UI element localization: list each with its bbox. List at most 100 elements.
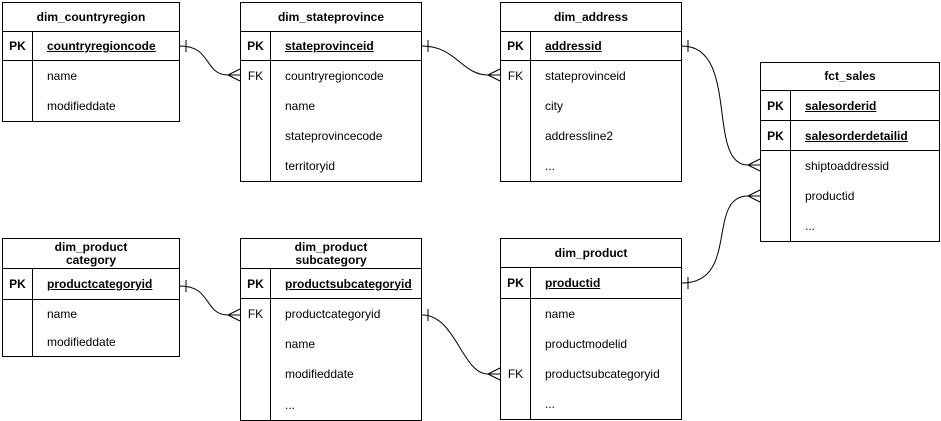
- table-row: name: [241, 329, 421, 359]
- row-field: name: [285, 99, 316, 113]
- table-row: PK productcategoryid: [3, 269, 179, 300]
- table-row: name: [3, 300, 179, 328]
- table-row: PK salesorderdetailid: [761, 121, 939, 151]
- table-dim-productcategory: dim_product category PK productcategoryi…: [2, 238, 180, 357]
- row-field: ...: [545, 159, 556, 173]
- connector-stateprovince-address: [421, 40, 501, 82]
- row-key: PK: [501, 32, 531, 60]
- row-key: PK: [3, 32, 33, 60]
- table-row: modifieddate: [3, 91, 179, 121]
- row-field: productid: [545, 276, 601, 290]
- row-field: name: [47, 307, 78, 321]
- table-title: fct_sales: [761, 63, 939, 91]
- table-title: dim_product category: [3, 239, 179, 269]
- table-row: city: [501, 91, 681, 121]
- row-field: modifieddate: [47, 99, 116, 113]
- row-field: city: [545, 99, 563, 113]
- connector-subcategory-product: [421, 309, 501, 381]
- table-row: name: [241, 91, 421, 121]
- row-field: productsubcategoryid: [285, 276, 412, 291]
- table-row: FK countryregioncode: [241, 61, 421, 91]
- row-field: stateprovinceid: [545, 69, 626, 83]
- table-row: FK stateprovinceid: [501, 61, 681, 91]
- table-row: shiptoaddressid: [761, 151, 939, 181]
- table-dim-countryregion: dim_countryregion PK countryregioncode n…: [2, 2, 180, 122]
- row-key: [501, 299, 531, 329]
- row-field: productcategoryid: [47, 277, 153, 291]
- table-row: PK addressid: [501, 32, 681, 61]
- table-fct-sales: fct_sales PK salesorderid PK salesorderd…: [760, 62, 940, 242]
- connector-product-fctsales: [681, 189, 761, 289]
- table-row: stateprovincecode: [241, 121, 421, 151]
- row-field: ...: [805, 219, 816, 233]
- table-title: dim_stateprovince: [241, 3, 421, 32]
- row-field: stateprovinceid: [285, 39, 374, 53]
- row-field: productmodelid: [545, 337, 628, 351]
- row-key: PK: [501, 268, 531, 298]
- row-key: [241, 151, 271, 181]
- table-row: name: [3, 61, 179, 91]
- row-field: modifieddate: [285, 367, 354, 381]
- row-field: stateprovincecode: [285, 129, 383, 143]
- row-key: PK: [761, 91, 791, 120]
- row-key: [761, 211, 791, 241]
- table-title: dim_address: [501, 3, 681, 32]
- row-key: [241, 389, 271, 420]
- row-field: shiptoaddressid: [805, 159, 890, 173]
- row-key: [241, 121, 271, 151]
- table-row: PK productsubcategoryid: [241, 269, 421, 299]
- connector-category-subcategory: [179, 280, 241, 322]
- row-key: [501, 389, 531, 419]
- row-field: salesorderid: [805, 98, 877, 113]
- table-dim-productsubcategory: dim_product subcategory PK productsubcat…: [240, 238, 422, 421]
- table-row: ...: [241, 389, 421, 420]
- row-field: salesorderdetailid: [805, 128, 908, 143]
- connector-address-fctsales: [681, 40, 761, 172]
- row-key: PK: [3, 269, 33, 299]
- row-field: name: [47, 69, 78, 83]
- row-key: FK: [241, 299, 271, 329]
- row-field: territoryid: [285, 159, 336, 173]
- row-field: productid: [805, 189, 855, 203]
- row-key: [501, 121, 531, 151]
- table-row: FK productcategoryid: [241, 299, 421, 329]
- row-key: [501, 91, 531, 121]
- table-dim-product: dim_product PK productid name productmod…: [500, 238, 682, 420]
- row-key: [3, 61, 33, 91]
- table-dim-stateprovince: dim_stateprovince PK stateprovinceid FK …: [240, 2, 422, 182]
- row-key: [501, 329, 531, 359]
- row-field: name: [545, 307, 576, 321]
- table-row: FK productsubcategoryid: [501, 359, 681, 389]
- table-row: modifieddate: [241, 359, 421, 389]
- table-row: productmodelid: [501, 329, 681, 359]
- row-key: FK: [501, 61, 531, 91]
- table-row: PK salesorderid: [761, 91, 939, 121]
- row-field: countryregioncode: [285, 69, 384, 83]
- table-row: productid: [761, 181, 939, 211]
- row-key: [3, 300, 33, 328]
- connector-countryregion-stateprovince: [179, 40, 241, 82]
- row-field: productcategoryid: [285, 307, 381, 321]
- row-field: ...: [545, 397, 556, 411]
- row-key: [761, 181, 791, 211]
- row-key: [241, 359, 271, 389]
- row-key: PK: [241, 32, 271, 60]
- row-key: [241, 91, 271, 121]
- row-field: name: [285, 337, 316, 351]
- row-field: addressid: [545, 39, 602, 53]
- table-row: ...: [501, 389, 681, 419]
- table-row: ...: [501, 151, 681, 181]
- table-title: dim_product subcategory: [241, 239, 421, 269]
- table-row: PK countryregioncode: [3, 32, 179, 61]
- row-field: productsubcategoryid: [545, 367, 660, 381]
- table-row: PK stateprovinceid: [241, 32, 421, 61]
- row-key: [241, 329, 271, 359]
- table-row: territoryid: [241, 151, 421, 181]
- row-key: PK: [761, 121, 791, 150]
- row-field: modifieddate: [47, 335, 116, 349]
- row-field: addressline2: [545, 129, 614, 143]
- table-title: dim_product: [501, 239, 681, 268]
- row-key: [3, 91, 33, 121]
- row-key: [501, 151, 531, 181]
